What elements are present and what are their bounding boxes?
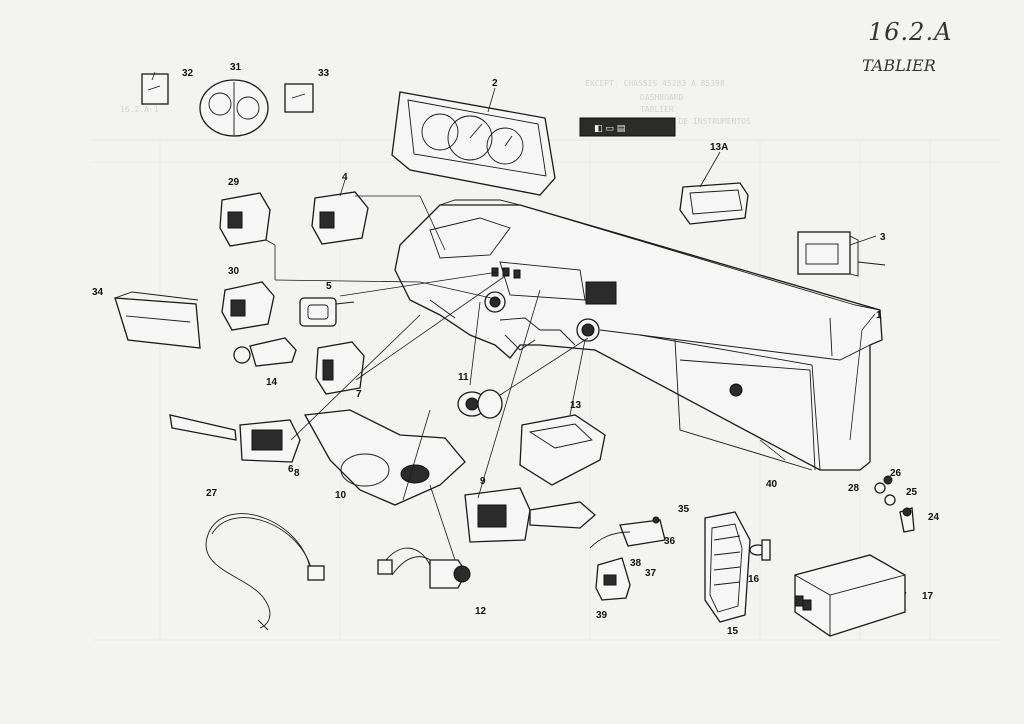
callout-35: 35	[678, 504, 690, 515]
ignition-switch-12	[377, 547, 471, 589]
callout-37: 37	[645, 568, 657, 579]
callout-8: 8	[294, 468, 300, 479]
callout-14: 14	[266, 377, 278, 388]
bulb-16	[749, 539, 771, 561]
ghost-header-3: TABLIER	[640, 105, 674, 114]
callout-1: 1	[876, 310, 882, 321]
callout-36: 36	[664, 536, 676, 547]
switch-29	[219, 192, 271, 247]
callout-11: 11	[458, 372, 469, 383]
storage-tray-13a	[679, 182, 749, 225]
callout-2: 2	[492, 78, 498, 89]
callout-4: 4	[342, 172, 348, 183]
relay-box-17	[794, 554, 906, 637]
clock-module	[797, 231, 886, 277]
callout-16: 16	[748, 574, 760, 585]
callout-9: 9	[480, 476, 486, 487]
gauge-face-31	[199, 79, 269, 137]
cigar-lighter	[233, 337, 297, 367]
ghost-header-4: TABLERO DE INSTRUMENTOS	[640, 117, 751, 126]
callout-30: 30	[228, 266, 240, 277]
callout-39: 39	[596, 610, 608, 621]
callout-28: 28	[848, 483, 860, 494]
switch-5	[299, 297, 355, 327]
svg-text:◧ ▭ ▤: ◧ ▭ ▤	[594, 124, 625, 134]
callout-24: 24	[928, 512, 940, 523]
grommet-11	[457, 389, 503, 419]
callout-15: 15	[727, 626, 739, 637]
vent-grille-15	[704, 511, 751, 623]
callout-3: 3	[880, 232, 886, 243]
storage-bin-34	[114, 291, 201, 349]
lower-panel-40	[679, 359, 816, 471]
callout-34: 34	[92, 287, 104, 298]
callout-25: 25	[906, 487, 918, 498]
callout-7: 7	[356, 389, 362, 400]
callout-labels: 1 2 3 4 5 6 7 8 9 10 11 12 13 13A 14 15 …	[92, 62, 940, 637]
callout-33: 33	[318, 68, 330, 79]
switch-7	[315, 341, 365, 395]
callout-40: 40	[766, 479, 778, 490]
callout-27: 27	[206, 488, 218, 499]
callout-12: 12	[475, 606, 487, 617]
tile-32	[141, 73, 169, 105]
cable-27	[205, 513, 325, 631]
ghost-header-2: DASHBOARD	[640, 93, 684, 102]
ghost-header-1: EXCEPT. CHASSIS 45283 A 85398	[585, 79, 725, 88]
callout-31: 31	[230, 62, 242, 73]
page-code: 16.2.A	[868, 18, 953, 46]
section-name: TABLIER	[862, 56, 936, 75]
leader-lines	[151, 71, 907, 596]
callout-10: 10	[335, 490, 347, 501]
callout-29: 29	[228, 177, 240, 188]
callout-5: 5	[326, 281, 332, 292]
fasteners	[874, 475, 915, 533]
callout-6: 6	[288, 464, 294, 475]
stalk-switch-6	[169, 414, 301, 463]
callout-38: 38	[630, 558, 642, 569]
steering-shroud	[303, 409, 466, 506]
ghost-ref-code: 16.2.A-1	[120, 105, 159, 114]
combi-switch-9	[464, 487, 596, 543]
switch-4	[311, 191, 369, 245]
callout-32: 32	[182, 68, 194, 79]
bracket-set	[589, 516, 666, 601]
callout-13: 13	[570, 400, 582, 411]
callout-26: 26	[890, 468, 902, 479]
switch-30	[221, 281, 275, 331]
dashboard-body	[394, 199, 883, 471]
callout-13a: 13A	[710, 142, 728, 153]
instrument-cluster: ◧ ▭ ▤	[391, 91, 676, 196]
tile-33	[284, 83, 314, 113]
ashtray-13	[519, 414, 606, 486]
callout-17: 17	[922, 591, 934, 602]
